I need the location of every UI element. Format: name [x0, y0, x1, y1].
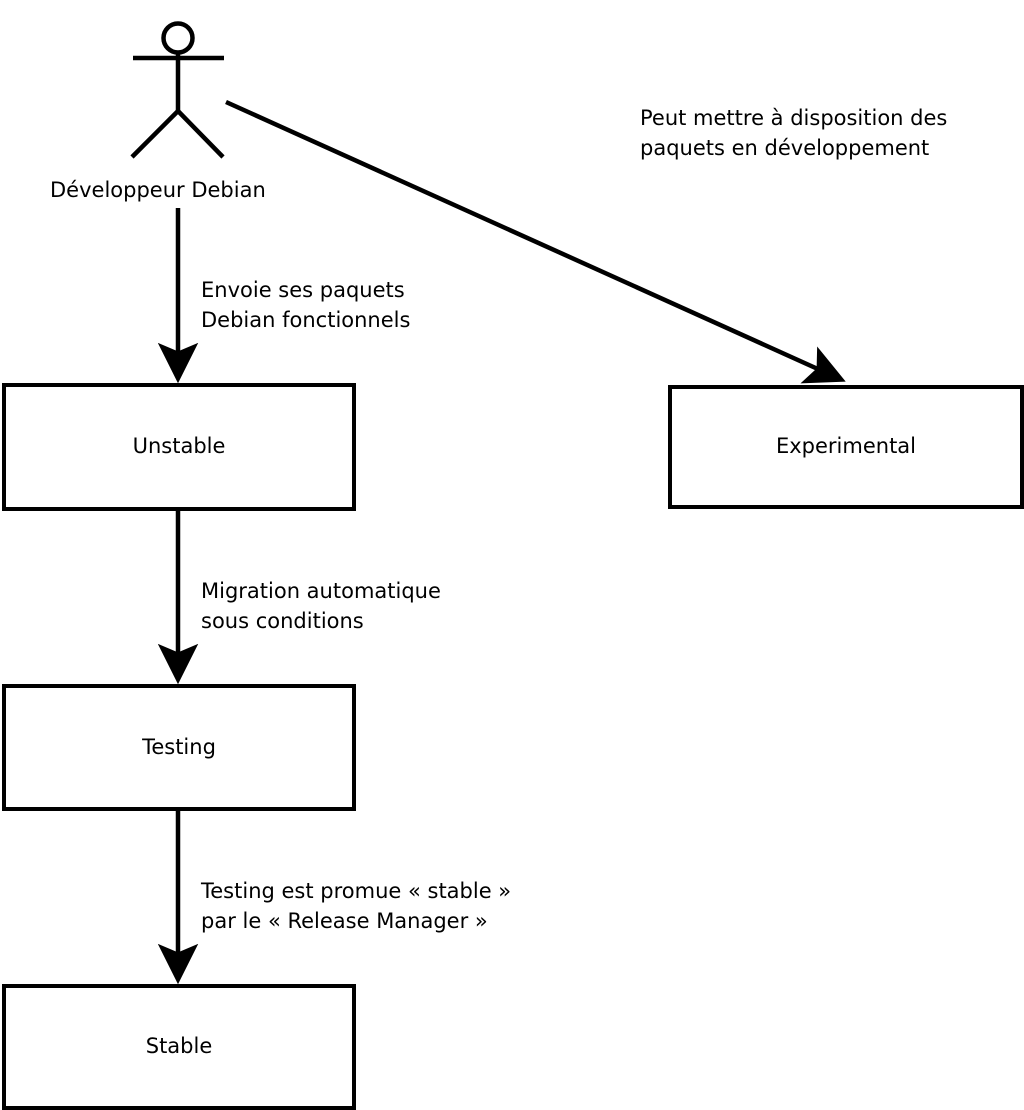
- actor-label-developer: Développeur Debian: [50, 178, 266, 202]
- edge-label-auto-migration: Migration automatique sous conditions: [201, 579, 441, 634]
- edge-label-promote-stable: Testing est promue « stable » par le « R…: [201, 879, 512, 934]
- edge-label-send-packages: Envoie ses paquets Debian fonctionnels: [201, 278, 411, 333]
- edge-developer-to-experimental: [225, 99, 846, 384]
- node-stable[interactable]: Stable: [2, 984, 356, 1110]
- edge-label-experimental-note: Peut mettre à disposition des paquets en…: [640, 106, 948, 161]
- node-label-stable: Stable: [145, 1034, 213, 1059]
- node-label-experimental: Experimental: [775, 434, 917, 459]
- node-label-unstable: Unstable: [132, 434, 226, 459]
- node-experimental[interactable]: Experimental: [668, 385, 1024, 509]
- node-testing[interactable]: Testing: [2, 684, 356, 811]
- node-label-testing: Testing: [142, 734, 216, 759]
- stick-figure-icon: [130, 21, 225, 159]
- node-unstable[interactable]: Unstable: [2, 383, 356, 511]
